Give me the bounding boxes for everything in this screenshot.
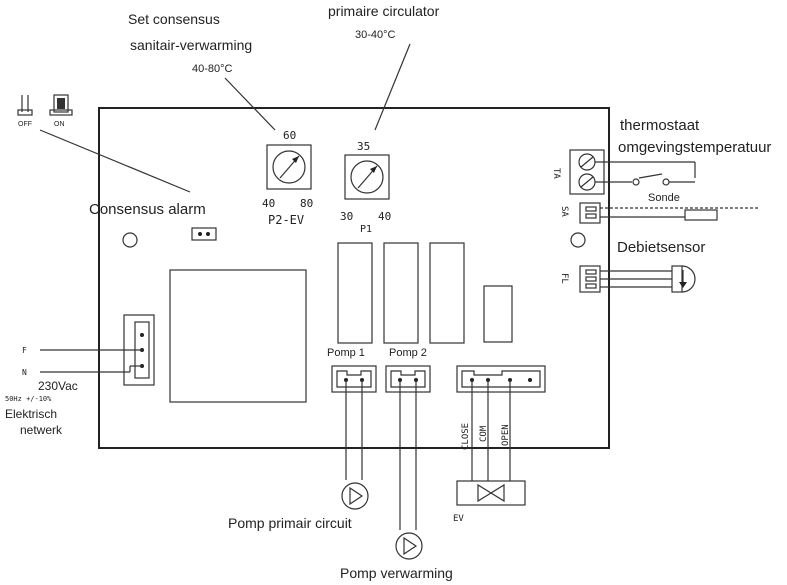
dial2-max-value: 40 — [378, 210, 391, 223]
n-label: N — [22, 368, 27, 377]
close-label: CLOSE — [461, 423, 471, 450]
off-label: OFF — [18, 121, 32, 128]
dial2-top-value: 35 — [357, 140, 370, 153]
debietsensor-label: Debietsensor — [617, 239, 705, 256]
dial1-min-value: 40 — [262, 197, 275, 210]
set-consensus-label: Set consensus — [128, 11, 220, 27]
control-board — [98, 107, 610, 449]
on-label: ON — [54, 121, 65, 128]
dial-p1[interactable] — [344, 154, 390, 200]
pomp-primair-icon — [341, 482, 369, 510]
alarm-switch-icon — [17, 94, 73, 116]
dial1-top-value: 60 — [283, 129, 296, 142]
thermostaat-label: thermostaat — [620, 117, 700, 134]
alarm-connector — [191, 227, 217, 241]
pomp1-connector[interactable] — [331, 365, 377, 393]
sonde-label: Sonde — [648, 192, 680, 204]
dial1-max-value: 80 — [300, 197, 313, 210]
pomp2-connector[interactable] — [385, 365, 431, 393]
transformer-block — [169, 269, 307, 403]
voltage-label: 230Vac — [38, 379, 78, 393]
valve-connector[interactable] — [456, 365, 546, 393]
fl-terminal[interactable] — [579, 265, 601, 293]
ta-label: TA — [551, 168, 561, 179]
netwerk-label: netwerk — [20, 423, 63, 437]
ev-label: EV — [453, 514, 464, 524]
sonde-probe — [684, 209, 718, 221]
elektrisch-label: Elektrisch — [5, 407, 57, 421]
ta-terminal[interactable] — [569, 149, 605, 195]
sa-label: SA — [559, 206, 569, 217]
dial2-name: P1 — [360, 224, 372, 235]
frequency-label: 50Hz +/-10% — [5, 395, 52, 403]
dial1-name: P2-EV — [268, 213, 304, 227]
sanitair-verwarming-label: sanitair-verwarming — [130, 37, 252, 53]
pomp-verwarming-icon — [395, 532, 423, 560]
ev-valve-icon — [456, 480, 526, 506]
relay-3 — [429, 242, 465, 344]
sa-terminal[interactable] — [579, 202, 601, 224]
flow-sensor-icon — [671, 265, 696, 293]
mounting-hole-left — [122, 232, 138, 248]
relay-4 — [483, 285, 513, 343]
relay-2 — [383, 242, 419, 344]
mounting-hole-right — [570, 232, 586, 248]
com-label: COM — [479, 425, 489, 442]
sanitair-range-label: 40-80°C — [192, 63, 233, 75]
f-label: F — [22, 346, 27, 355]
omgevingstemperatuur-label: omgevingstemperatuur — [618, 139, 771, 156]
pomp-verwarming-label: Pomp verwarming — [340, 565, 453, 581]
pomp-primair-label: Pomp primair circuit — [228, 515, 352, 531]
relay-1 — [337, 242, 373, 344]
primaire-circulator-label: primaire circulator — [328, 3, 440, 19]
dial2-min-value: 30 — [340, 210, 353, 223]
consensus-alarm-label: Consensus alarm — [89, 201, 206, 218]
fl-label: FL — [559, 273, 569, 284]
pomp1-label: Pomp 1 — [327, 347, 365, 359]
dial-p2-ev[interactable] — [266, 144, 312, 190]
primaire-range-label: 30-40°C — [355, 29, 396, 41]
pomp2-label: Pomp 2 — [389, 347, 427, 359]
open-label: OPEN — [501, 424, 511, 446]
